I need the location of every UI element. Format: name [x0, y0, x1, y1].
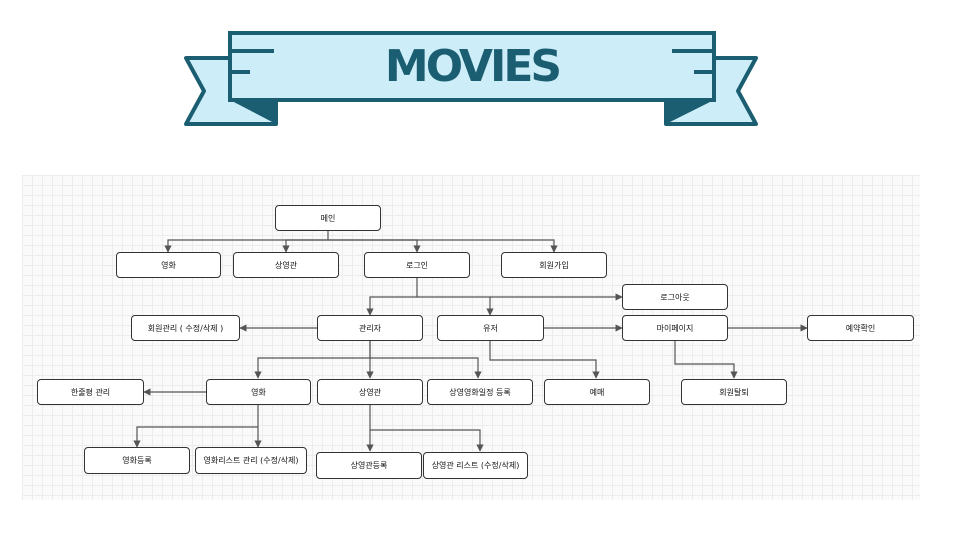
node-oneline-mgmt: 한줄평 관리	[37, 379, 144, 405]
node-movie-register: 영화등록	[84, 447, 190, 474]
node-theater-top: 상영관	[233, 252, 339, 278]
edge-main-theater	[282, 239, 328, 253]
edge-main-signup	[328, 239, 558, 253]
node-withdraw: 회원탈퇴	[681, 379, 787, 405]
node-movie-top: 영화	[116, 252, 221, 278]
node-theater-admin: 상영관	[317, 379, 423, 405]
banner-body	[228, 31, 716, 102]
node-screening-schedule: 상영영화일정 등록	[427, 379, 533, 405]
edge-main-movie	[164, 231, 329, 253]
node-theater-register: 상영관등록	[316, 452, 422, 479]
node-movie-admin: 영화	[206, 379, 311, 405]
node-theater-list: 상영관 리스트 (수정/삭제)	[423, 452, 528, 479]
edge-login-user	[417, 296, 494, 316]
node-main: 메인	[275, 205, 381, 231]
banner-right-fold	[666, 100, 714, 124]
node-mypage: 마이페이지	[622, 315, 728, 341]
banner-title: MOVIES	[384, 40, 562, 92]
banner-deco-right-1	[672, 49, 714, 53]
edge-mypage-withdraw	[674, 341, 738, 379]
edge-admin-movie	[254, 341, 371, 379]
node-booking: 예매	[544, 379, 650, 405]
node-reservation-check: 예약확인	[807, 315, 914, 341]
edge-theater-list	[370, 429, 484, 452]
node-member-mgmt: 회원관리 ( 수정/삭제 )	[131, 315, 240, 341]
edge-admin-schedule	[370, 357, 482, 379]
banner-left-fold	[230, 100, 276, 124]
node-admin: 관리자	[317, 315, 423, 341]
banner-deco-right-2	[694, 70, 714, 74]
node-signup: 회원가입	[501, 252, 607, 278]
movies-banner	[184, 31, 758, 126]
edge-movie-register	[133, 405, 259, 448]
node-logout: 로그아웃	[622, 284, 728, 310]
edge-user-booking	[489, 341, 600, 379]
banner-deco-left-2	[230, 70, 250, 74]
node-movie-list-mgmt: 영화리스트 관리 (수정/삭제)	[195, 447, 307, 474]
edge-main-login	[328, 239, 421, 253]
node-user: 유저	[437, 315, 544, 341]
banner-deco-left-1	[230, 49, 274, 53]
node-login: 로그인	[364, 252, 470, 278]
edge-login-admin	[366, 278, 418, 316]
